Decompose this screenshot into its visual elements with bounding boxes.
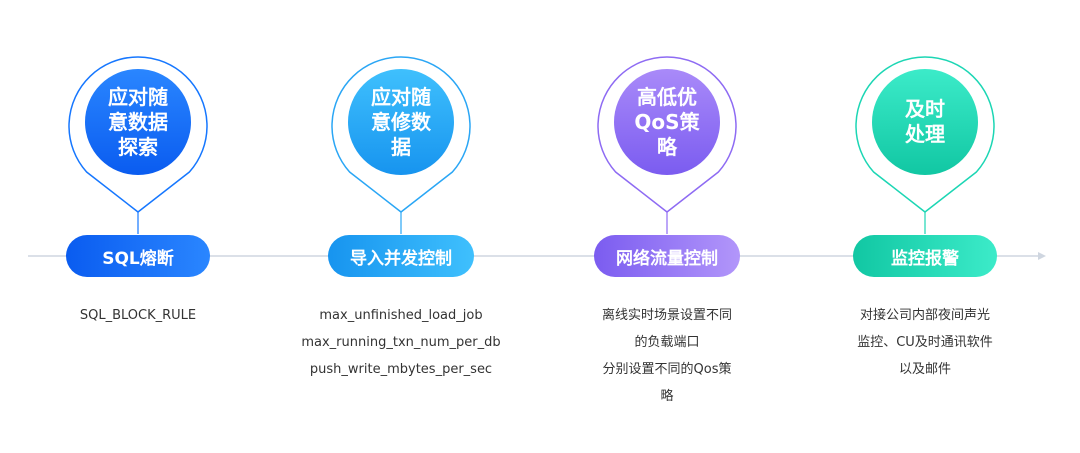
stage-1-pill: SQL熔断	[66, 235, 210, 277]
circle-line: 探索	[118, 134, 158, 159]
stage-1-circle-label: 应对随 意数据 探索	[83, 74, 193, 170]
circle-line: 及时	[905, 97, 945, 121]
stage-network-traffic: 高低优 QoS策 略 网络流量控制 离线实时场景设置不同 的负载端口 分别设置不…	[537, 0, 797, 453]
pin-marker-3	[597, 56, 737, 234]
circle-line: 应对随	[371, 84, 431, 109]
stage-4-circle-label: 及时 处理	[870, 74, 980, 170]
circle-line: 意数据	[108, 109, 168, 134]
pin-marker-4	[855, 56, 995, 234]
description-line: 略	[660, 389, 674, 404]
description-line: SQL_BLOCK_RULE	[79, 308, 197, 323]
circle-line: 意修数	[371, 109, 431, 134]
stage-monitoring-alert: 及时 处理 监控报警 对接公司内部夜间声光 监控、CU及时通讯软件 以及邮件	[795, 0, 1055, 453]
circle-line: 据	[391, 134, 411, 159]
circle-line: 略	[657, 134, 677, 159]
description-line: max_unfinished_load_job	[319, 308, 483, 323]
circle-line: 处理	[905, 122, 945, 146]
stage-1-description: SQL_BLOCK_RULE	[8, 302, 268, 329]
circle-line: 高低优	[637, 84, 697, 109]
pin-marker-1	[68, 56, 208, 234]
stage-3-description: 离线实时场景设置不同 的负载端口 分别设置不同的Qos策 略	[537, 302, 797, 410]
description-line: 分别设置不同的Qos策	[602, 362, 732, 377]
circle-line: QoS策	[634, 109, 700, 134]
stage-sql-circuit-breaker: 应对随 意数据 探索 SQL熔断 SQL_BLOCK_RULE	[8, 0, 268, 453]
description-line: 的负载端口	[634, 335, 700, 350]
stage-3-pill: 网络流量控制	[594, 235, 740, 277]
stage-4-pill: 监控报警	[853, 235, 997, 277]
description-line: push_write_mbytes_per_sec	[309, 362, 493, 377]
pin-marker-2	[331, 56, 471, 234]
description-line: 离线实时场景设置不同	[601, 308, 732, 323]
stage-import-concurrency: 应对随 意修数 据 导入并发控制 max_unfinished_load_job…	[271, 0, 531, 453]
stage-2-pill: 导入并发控制	[328, 235, 474, 277]
stage-2-circle-label: 应对随 意修数 据	[346, 74, 456, 170]
timeline-arrow-icon	[1038, 252, 1046, 260]
description-line: max_running_txn_num_per_db	[301, 335, 501, 350]
stage-2-description: max_unfinished_load_job max_running_txn_…	[271, 302, 531, 383]
circle-line: 应对随	[108, 84, 168, 109]
stage-3-circle-label: 高低优 QoS策 略	[612, 74, 722, 170]
description-line: 对接公司内部夜间声光	[859, 308, 990, 323]
description-line: 监控、CU及时通讯软件	[857, 335, 993, 350]
description-line: 以及邮件	[898, 362, 951, 377]
stage-4-description: 对接公司内部夜间声光 监控、CU及时通讯软件 以及邮件	[795, 302, 1055, 383]
